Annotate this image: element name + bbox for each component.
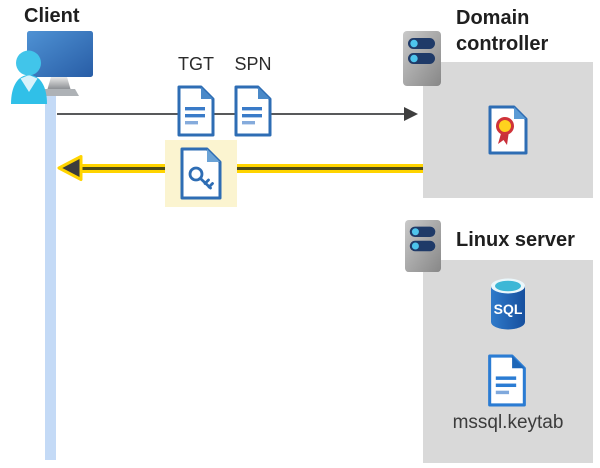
request-arrowhead-icon	[404, 107, 418, 121]
monitor-stand-base	[39, 89, 79, 96]
sql-database-icon: SQL	[491, 278, 525, 330]
keytab-filename-label: mssql.keytab	[452, 412, 564, 433]
tgt-document-icon	[177, 85, 215, 137]
database-cylinder	[491, 286, 525, 330]
server-led	[410, 39, 418, 48]
arrowhead-shape	[57, 155, 83, 181]
keytab-document-icon	[488, 354, 526, 407]
user-collar	[20, 75, 38, 92]
document-fold	[514, 107, 526, 119]
spn-label: SPN	[234, 54, 272, 74]
client-label: Client	[24, 5, 80, 27]
spn-document-icon	[234, 85, 272, 137]
document-fold	[258, 87, 270, 99]
response-arrowhead-icon	[57, 155, 83, 181]
client-lifeline	[45, 96, 56, 460]
linux-server-icon	[405, 219, 441, 273]
monitor-stand-neck	[47, 77, 71, 89]
user-head	[16, 50, 41, 76]
document-fold	[201, 87, 213, 99]
response-arrow-line	[66, 164, 423, 173]
monitor-screen	[27, 31, 93, 77]
tgt-label: TGT	[178, 54, 214, 74]
linux-server-label: Linux server	[456, 229, 575, 251]
server-led	[410, 54, 418, 63]
domain-controller-label: Domain controller	[456, 7, 549, 55]
medal	[496, 117, 514, 135]
request-arrow-line	[57, 113, 405, 115]
document-fold	[207, 149, 220, 162]
server-led	[411, 228, 419, 236]
client-workstation-icon	[11, 31, 93, 104]
sql-badge-text: SQL	[494, 301, 523, 317]
server-led	[411, 242, 419, 250]
domain-controller-server-icon	[403, 31, 441, 86]
certificate-icon	[488, 105, 528, 155]
key-glyph	[188, 166, 214, 190]
key-document-icon	[180, 147, 222, 200]
